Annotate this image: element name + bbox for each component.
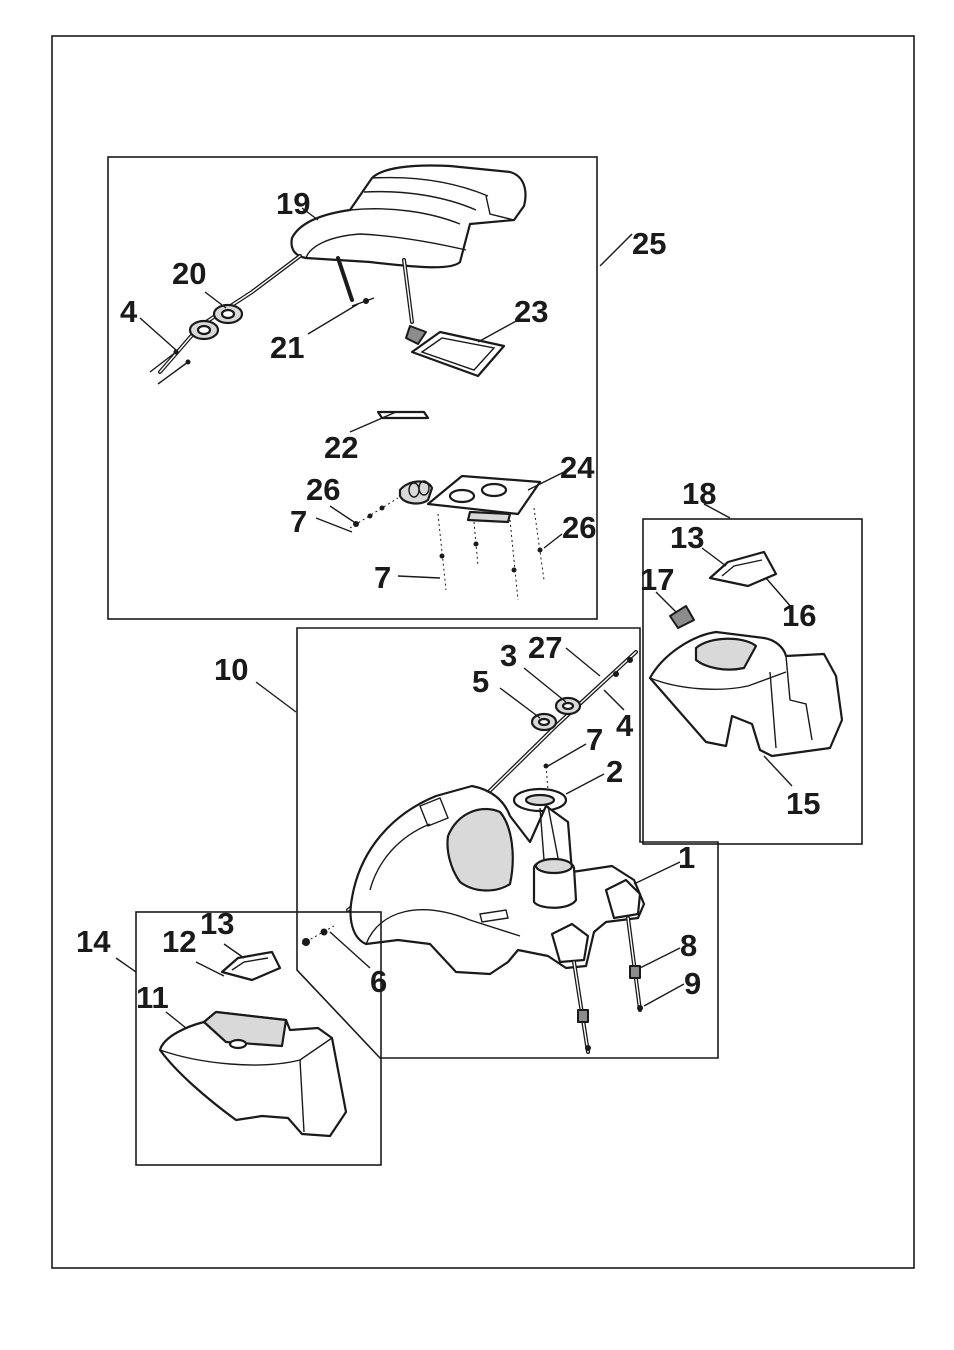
callout-26-left: 26 bbox=[306, 472, 340, 507]
part-16-handle bbox=[710, 552, 776, 586]
callout-25: 25 bbox=[632, 226, 666, 261]
callout-13-left: 13 bbox=[200, 906, 234, 941]
callout-24: 24 bbox=[560, 450, 595, 485]
callout-16: 16 bbox=[782, 598, 816, 633]
callout-1: 1 bbox=[678, 840, 695, 875]
part-6-bolt bbox=[302, 926, 334, 946]
part-11-left-cover bbox=[160, 1012, 346, 1136]
callout-13-right: 13 bbox=[670, 520, 704, 555]
callout-21: 21 bbox=[270, 330, 304, 365]
part-7-bolt-main bbox=[544, 764, 549, 791]
callout-3: 3 bbox=[500, 638, 517, 673]
callout-5: 5 bbox=[472, 664, 489, 699]
part-2-ring bbox=[514, 789, 566, 811]
part-26-spring bbox=[400, 481, 432, 503]
callout-6: 6 bbox=[370, 964, 387, 999]
callout-26-right: 26 bbox=[562, 510, 596, 545]
callout-8: 8 bbox=[680, 928, 697, 963]
callout-12: 12 bbox=[162, 924, 196, 959]
callout-7-left: 7 bbox=[290, 504, 307, 539]
callout-22: 22 bbox=[324, 430, 358, 465]
callout-14: 14 bbox=[76, 924, 111, 959]
part-19-rear-cover bbox=[292, 166, 526, 268]
callout-20: 20 bbox=[172, 256, 206, 291]
callout-27: 27 bbox=[528, 630, 562, 665]
callout-10: 10 bbox=[214, 652, 248, 687]
part-1-frame-body bbox=[351, 786, 644, 974]
part-5-clamp bbox=[532, 714, 556, 730]
callout-23: 23 bbox=[514, 294, 548, 329]
part-23-gasket bbox=[406, 326, 504, 376]
part-15-right-cover bbox=[650, 632, 842, 756]
callout-4-upper: 4 bbox=[120, 294, 138, 329]
callout-11: 11 bbox=[136, 980, 169, 1015]
part-24-plate bbox=[428, 476, 540, 522]
callout-19: 19 bbox=[276, 186, 310, 221]
part-12-handle bbox=[222, 952, 280, 980]
part-3-bracket bbox=[556, 698, 580, 714]
callout-7-main: 7 bbox=[586, 722, 603, 757]
callout-18: 18 bbox=[682, 476, 716, 511]
callout-15: 15 bbox=[786, 786, 820, 821]
callout-17: 17 bbox=[640, 562, 674, 597]
callout-9: 9 bbox=[684, 966, 701, 1001]
part-20-bracket bbox=[190, 305, 242, 339]
callout-7-lower: 7 bbox=[374, 560, 391, 595]
part-21-pin bbox=[352, 298, 374, 306]
part-4-bolts bbox=[150, 350, 191, 385]
callout-4-main: 4 bbox=[616, 708, 634, 743]
callout-2: 2 bbox=[606, 754, 623, 789]
